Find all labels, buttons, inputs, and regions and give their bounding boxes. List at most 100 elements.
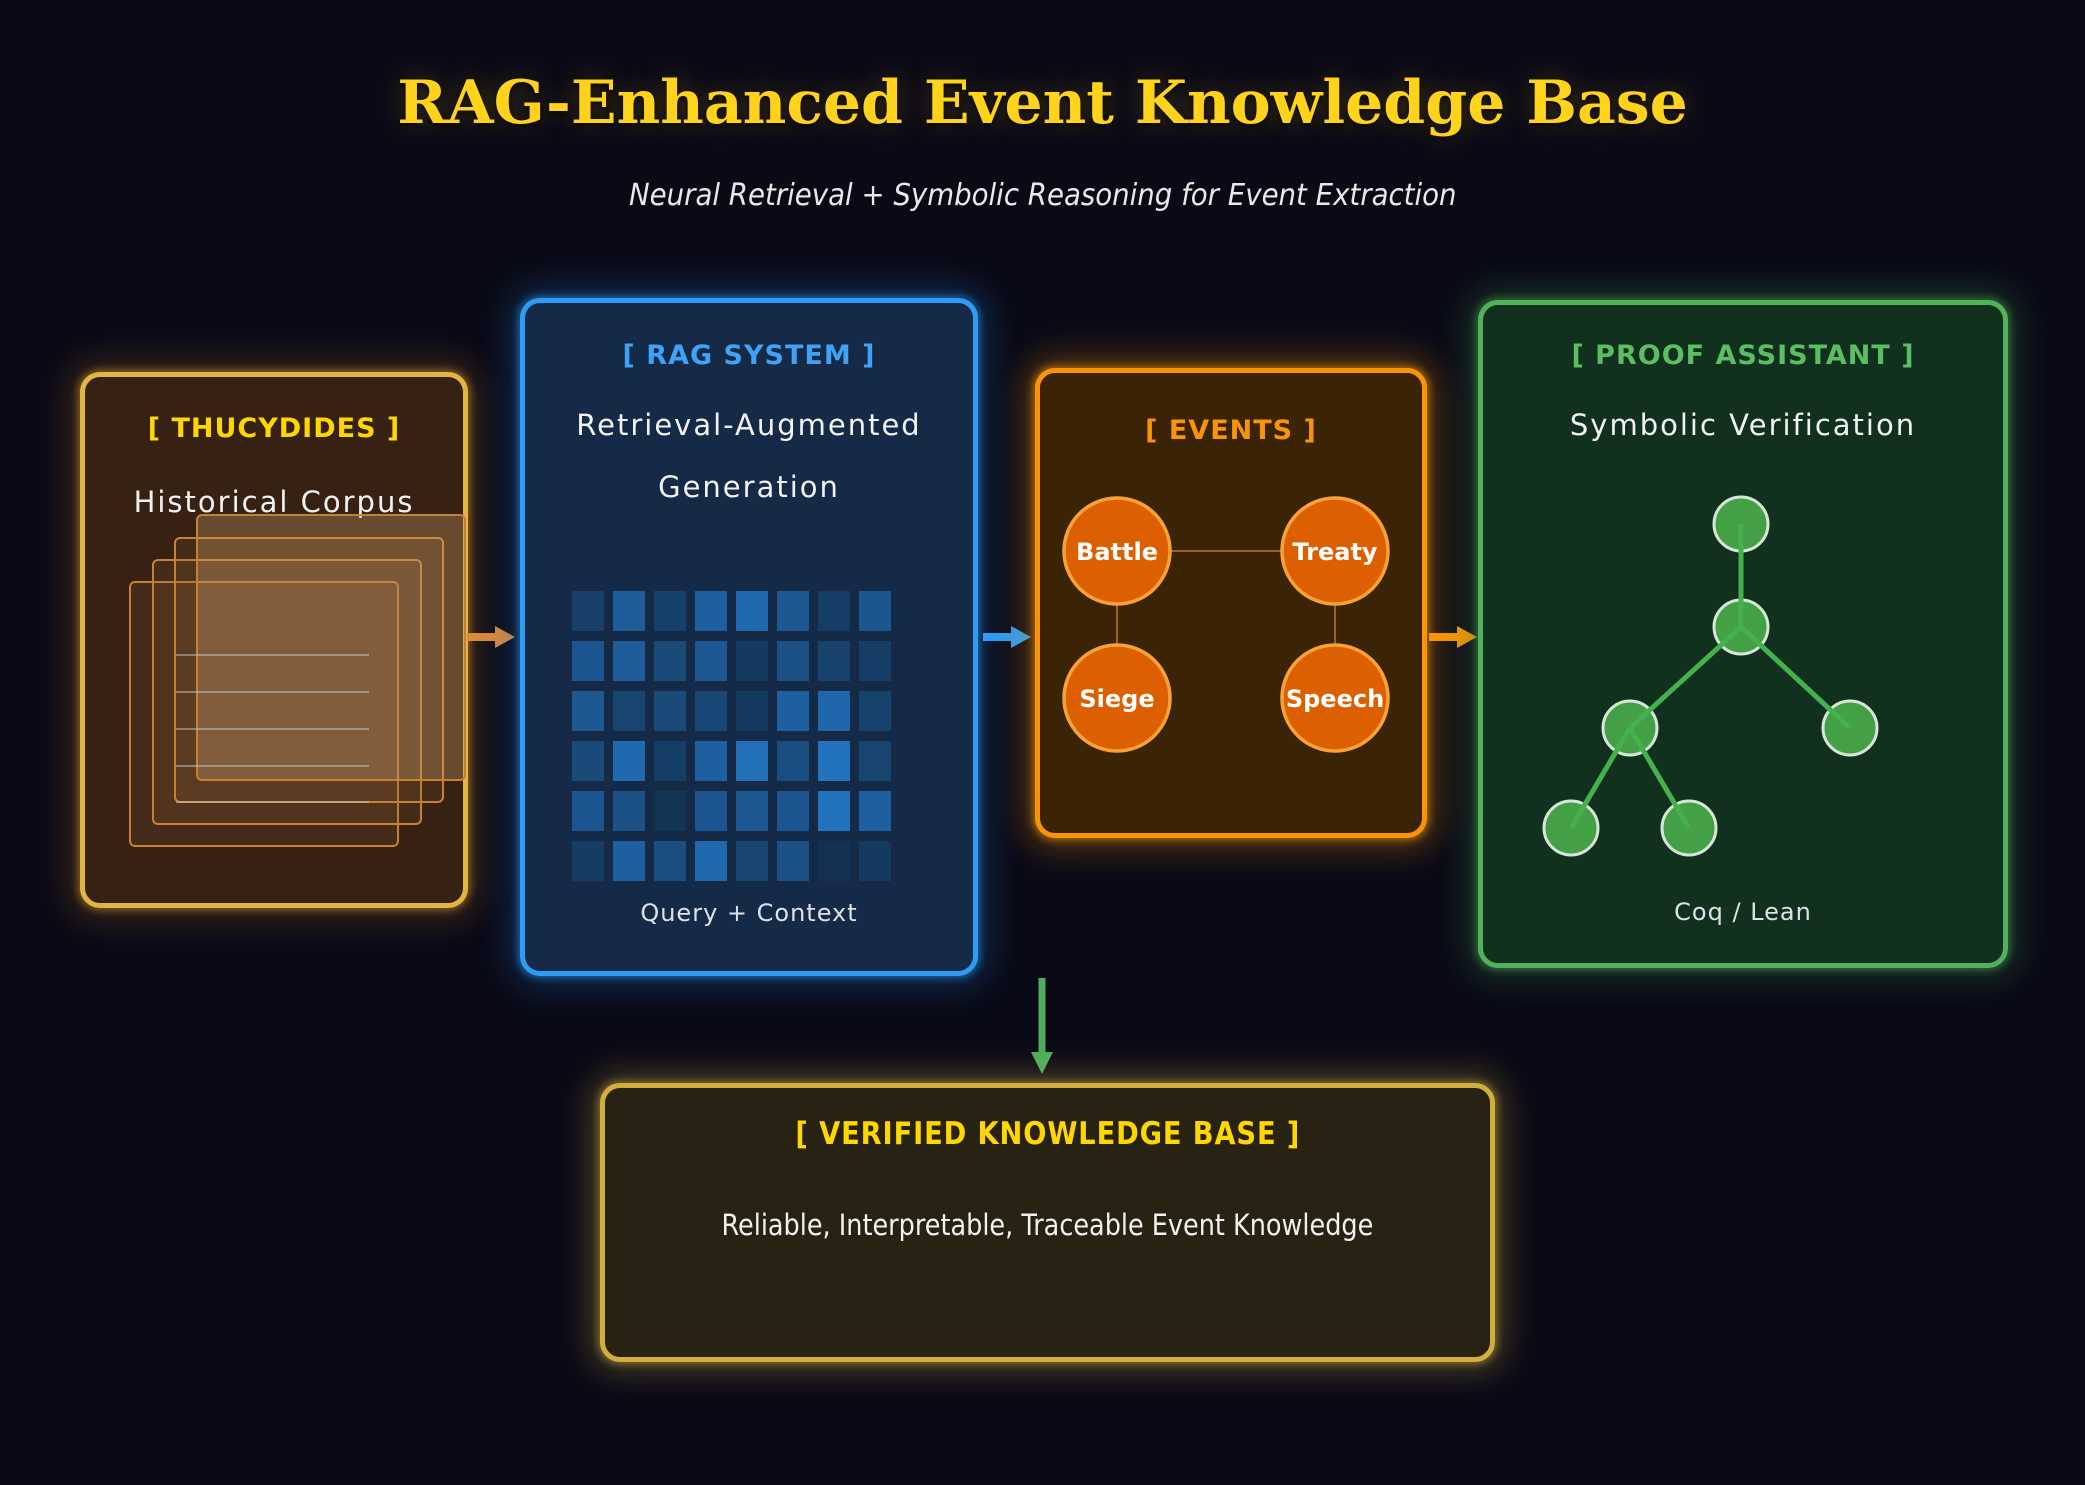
event-node-siege: Siege [1062,643,1172,753]
event-node-label: Battle [1076,538,1158,566]
embedding-cell [613,791,645,831]
verified-body: Reliable, Interpretable, Traceable Event… [605,1208,1490,1242]
embedding-cell [654,741,686,781]
tree-edge [1628,625,1743,730]
events-to-proof-arrow-icon [1429,626,1477,648]
embedding-cell [818,791,850,831]
embedding-cell [777,691,809,731]
embedding-cell [613,591,645,631]
embedding-cell [654,641,686,681]
arrow-head [495,626,515,648]
embedding-cell [859,841,891,881]
embedding-cell [695,641,727,681]
corpus-text-line [176,654,369,656]
arrow-shaft [983,633,1011,641]
embedding-cell [654,791,686,831]
event-node-circle [1280,496,1390,606]
embedding-cell [572,691,604,731]
proof-tree [1542,495,1879,857]
event-node-battle: Battle [1062,496,1172,606]
embedding-cell [695,741,727,781]
embedding-cell [572,591,604,631]
embedding-cell [695,841,727,881]
embedding-cell [818,591,850,631]
proof-title: [ PROOF ASSISTANT ] [1571,340,1915,371]
embedding-cell [695,591,727,631]
rag-title: [ RAG SYSTEM ] [622,340,876,371]
verified-title: [ VERIFIED KNOWLEDGE BASE ] [605,1116,1490,1152]
rag-caption: Query + Context [640,899,858,927]
corpus-page-front [196,514,466,781]
event-node-label: Speech [1286,685,1384,713]
embedding-cell [818,741,850,781]
page-title: RAG-Enhanced Event Knowledge Base [397,68,1688,138]
embedding-cell [613,691,645,731]
arrow-head [1011,626,1031,648]
tree-edge [1627,726,1692,830]
corpus-page [174,537,444,803]
embedding-cell [818,641,850,681]
event-node-circle [1062,496,1172,606]
embedding-cell [736,741,768,781]
embedding-cell [572,641,604,681]
embedding-cell [572,791,604,831]
embedding-cell [859,691,891,731]
embedding-cell [859,641,891,681]
rag-line2: Generation [658,470,840,504]
embedding-cell [695,791,727,831]
tree-edge [1568,726,1633,830]
embedding-cell [736,591,768,631]
corpus-text-line [176,691,369,693]
embedding-cell [736,791,768,831]
proof-assistant-box: [ PROOF ASSISTANT ] Symbolic Verificatio… [1478,300,2008,968]
arrow-head [1031,1052,1053,1074]
embedding-cell [859,591,891,631]
arrow-shaft [467,633,495,641]
embedding-cell [859,741,891,781]
thucydides-box: [ THUCYDIDES ] Historical Corpus [80,372,468,908]
corpus-text-line [176,801,369,803]
embedding-cell [818,691,850,731]
corpus-text-line [176,765,369,767]
rag-box: [ RAG SYSTEM ] Retrieval-Augmented Gener… [520,298,978,976]
event-node-treaty: Treaty [1280,496,1390,606]
corpus-to-rag-arrow-icon [467,626,515,648]
corpus-text-line [176,728,369,730]
embedding-cell [613,841,645,881]
tree-edge [1739,625,1852,730]
embedding-cell [818,841,850,881]
verified-kb-box: [ VERIFIED KNOWLEDGE BASE ] Reliable, In… [600,1083,1495,1362]
embedding-cell [777,641,809,681]
event-node-circle [1280,643,1390,753]
event-node-label: Siege [1079,685,1154,713]
arrow-head [1457,626,1477,648]
rag-to-verified-arrow-icon [1031,978,1053,1074]
thucydides-subtitle: Historical Corpus [133,485,415,519]
arrow-shaft [1038,978,1046,1054]
thucydides-title: [ THUCYDIDES ] [147,413,401,444]
events-title: [ EVENTS ] [1145,415,1317,446]
embedding-cell [736,691,768,731]
embedding-cell [654,591,686,631]
event-node-label: Treaty [1292,538,1378,566]
proof-caption: Coq / Lean [1674,898,1812,926]
event-node-speech: Speech [1280,643,1390,753]
page-subtitle-text: Neural Retrieval + Symbolic Reasoning fo… [628,178,1457,213]
embedding-cell [777,591,809,631]
embedding-cell [654,841,686,881]
embedding-grid [572,591,891,881]
embedding-cell [695,691,727,731]
embedding-cell [613,741,645,781]
embedding-cell [859,791,891,831]
verified-title-text: [ VERIFIED KNOWLEDGE BASE ] [795,1116,1300,1152]
embedding-cell [736,641,768,681]
embedding-cell [572,841,604,881]
verified-body-text: Reliable, Interpretable, Traceable Event… [721,1208,1374,1242]
proof-subtitle: Symbolic Verification [1569,408,1917,442]
rag-to-events-arrow-icon [983,626,1031,648]
embedding-cell [777,791,809,831]
embedding-cell [613,641,645,681]
embedding-cell [654,691,686,731]
arrow-shaft [1429,633,1457,641]
